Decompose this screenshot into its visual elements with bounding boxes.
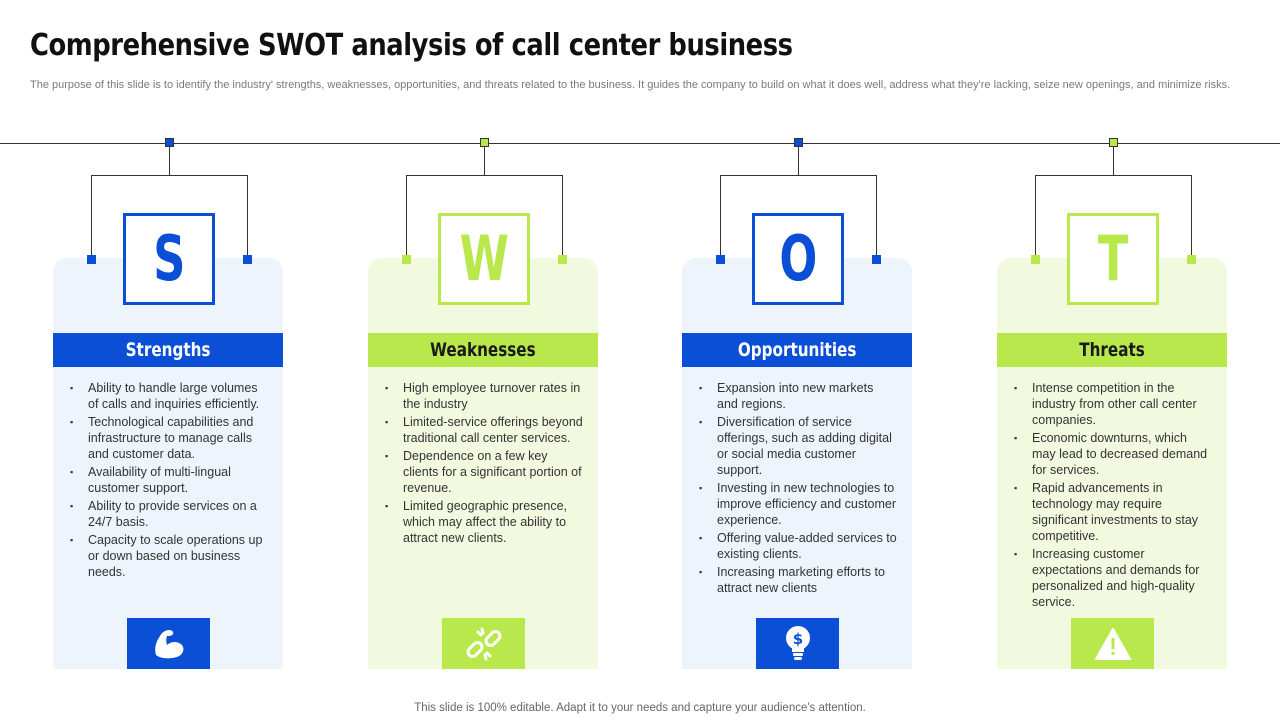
connector-line [1035,175,1192,176]
connector-line [720,175,721,256]
list-item: Investing in new technologies to improve… [697,480,897,528]
opportunities-list: Expansion into new markets and regions.D… [697,380,897,598]
list-item: Capacity to scale operations up or down … [68,532,268,580]
connector-line [1191,175,1192,256]
section-label: Opportunities [737,339,857,361]
connector-line [562,175,563,256]
connector-line [1113,147,1114,176]
swot-letter: O [779,222,817,295]
list-item: Limited geographic presence, which may a… [383,498,583,546]
connector-line [406,175,563,176]
weaknesses-icon-box [442,618,525,669]
connector-line [720,175,877,176]
side-connector-node [1031,255,1040,264]
side-connector-node [243,255,252,264]
connector-line [484,147,485,176]
footer-note: This slide is 100% editable. Adapt it to… [414,702,866,714]
list-item: Ability to provide services on a 24/7 ba… [68,498,268,530]
side-connector-node [872,255,881,264]
lightbulb-dollar-icon: $ [778,622,818,666]
opportunities-letter-box: O [752,213,844,305]
connector-line [1035,175,1036,256]
side-connector-node [402,255,411,264]
list-item: Economic downturns, which may lead to de… [1012,430,1212,478]
timeline-line [0,143,1280,144]
threats-letter-box: T [1067,213,1159,305]
list-item: Dependence on a few key clients for a si… [383,448,583,496]
list-item: Increasing customer expectations and dem… [1012,546,1212,610]
connector-line [91,175,248,176]
top-connector-node [794,138,803,147]
list-item: Diversification of service offerings, su… [697,414,897,478]
list-item: Technological capabilities and infrastru… [68,414,268,462]
list-item: Expansion into new markets and regions. [697,380,897,412]
list-item: Offering value-added services to existin… [697,530,897,562]
strengths-list: Ability to handle large volumes of calls… [68,380,268,582]
side-connector-node [1187,255,1196,264]
top-connector-node [165,138,174,147]
svg-text:$: $ [792,630,802,648]
swot-letter: W [459,222,509,295]
page-title: Comprehensive SWOT analysis of call cent… [30,28,793,63]
section-label: Threats [1079,339,1145,361]
swot-letter: T [1097,222,1129,295]
list-item: High employee turnover rates in the indu… [383,380,583,412]
strengths-letter-box: S [123,213,215,305]
threats-icon-box [1071,618,1154,669]
section-label: Strengths [125,339,211,361]
top-connector-node [480,138,489,147]
connector-line [169,147,170,176]
broken-link-icon [464,624,504,664]
section-label: Weaknesses [430,339,536,361]
threats-list: Intense competition in the industry from… [1012,380,1212,612]
connector-line [798,147,799,176]
strengths-icon-box [127,618,210,669]
list-item: Ability to handle large volumes of calls… [68,380,268,412]
connector-line [91,175,92,256]
list-item: Rapid advancements in technology may req… [1012,480,1212,544]
weaknesses-header: Weaknesses [368,333,598,367]
flexed-arm-icon [149,624,189,664]
strengths-header: Strengths [53,333,283,367]
list-item: Increasing marketing efforts to attract … [697,564,897,596]
side-connector-node [716,255,725,264]
opportunities-icon-box: $ [756,618,839,669]
warning-icon [1093,626,1133,662]
list-item: Availability of multi-lingual customer s… [68,464,268,496]
side-connector-node [87,255,96,264]
list-item: Limited-service offerings beyond traditi… [383,414,583,446]
page-subtitle: The purpose of this slide is to identify… [30,79,1231,91]
threats-header: Threats [997,333,1227,367]
list-item: Intense competition in the industry from… [1012,380,1212,428]
connector-line [876,175,877,256]
weaknesses-list: High employee turnover rates in the indu… [383,380,583,548]
opportunities-header: Opportunities [682,333,912,367]
connector-line [406,175,407,256]
swot-letter: S [152,222,186,295]
weaknesses-letter-box: W [438,213,530,305]
top-connector-node [1109,138,1118,147]
connector-line [247,175,248,256]
side-connector-node [558,255,567,264]
